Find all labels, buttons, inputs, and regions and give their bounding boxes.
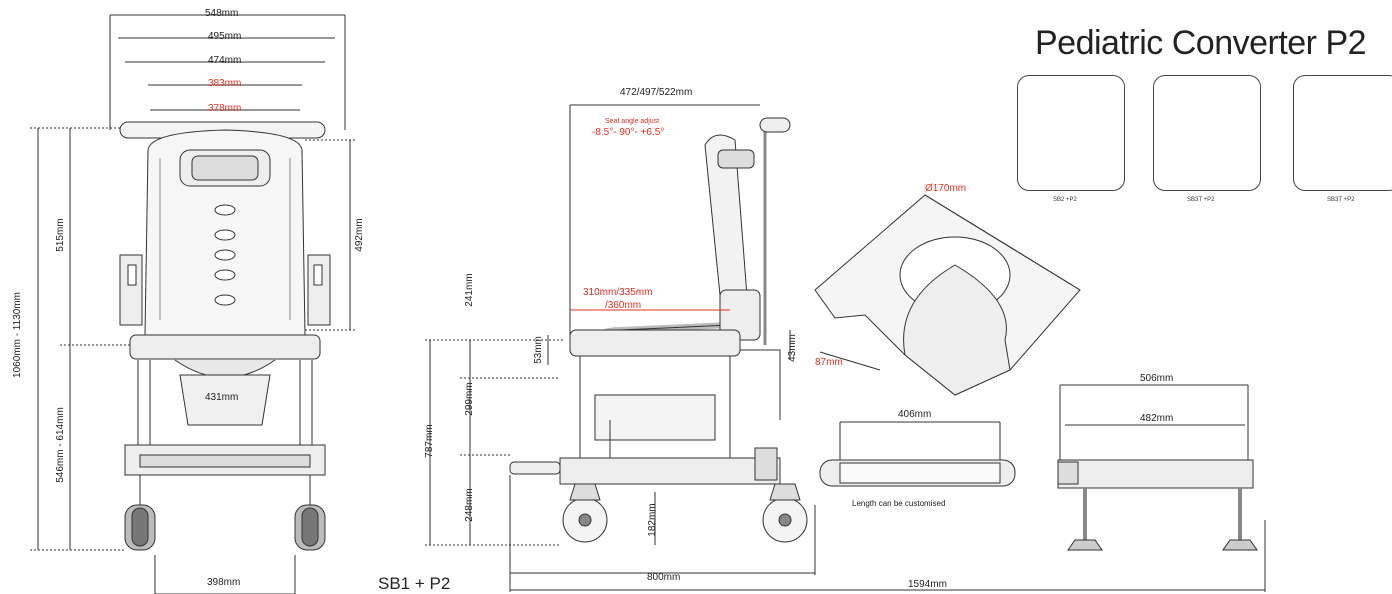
thumbnail-2 — [1153, 75, 1261, 191]
dim-label: 787mm — [424, 424, 435, 458]
dim-label: 431mm — [205, 392, 239, 403]
dim-label: 515mm — [55, 218, 66, 252]
commode-cushion — [814, 194, 1081, 396]
dim-label: 53mm — [533, 336, 544, 364]
dim-label: 383mm — [208, 78, 242, 89]
seat-angle-title: Seat angle adjust — [605, 118, 660, 125]
dim-label: 87mm — [815, 357, 843, 368]
customise-note: Length can be customised — [852, 499, 946, 508]
dim-label: 482mm — [1140, 413, 1174, 424]
dim-label: 548mm — [205, 8, 239, 19]
base-side-view — [819, 421, 1016, 487]
dim-label: 495mm — [208, 31, 242, 42]
thumbnail-1 — [1017, 75, 1125, 191]
dim-label: 248mm — [464, 488, 475, 522]
dim-label: /360mm — [605, 300, 642, 311]
dim-label: 310mm/335mm — [583, 287, 653, 298]
dim-label: 398mm — [207, 577, 241, 588]
dim-label: 182mm — [647, 503, 658, 537]
dim-label: 472/497/522mm — [620, 87, 693, 98]
dim-label: Ø170mm — [925, 183, 967, 194]
thumbnail-3 — [1293, 75, 1392, 191]
dim-label: 1594mm — [908, 579, 947, 590]
side-view-chair — [425, 104, 1266, 592]
dim-label: 406mm — [898, 409, 932, 420]
thumbnail-caption: SB3T +P2 — [1187, 197, 1215, 203]
dim-label: 800mm — [647, 572, 681, 583]
dim-label: 492mm — [354, 218, 365, 252]
dim-label: 546mm - 614mm — [55, 407, 66, 483]
front-view-chair — [30, 14, 356, 594]
base-front-view — [1057, 384, 1258, 551]
dim-label: 241mm — [464, 273, 475, 307]
dim-label: 506mm — [1140, 373, 1174, 384]
product-title: Pediatric Converter P2 — [1035, 24, 1367, 62]
dim-label: 299mm — [464, 382, 475, 416]
seat-angle-range: -8.5°- 90°- +6.5° — [592, 127, 665, 138]
model-label: SB1 + P2 — [378, 574, 451, 593]
dim-label: 378mm — [208, 103, 242, 114]
thumbnail-caption: SB2 +P2 — [1053, 197, 1077, 203]
dim-label: 1060mm - 1130mm — [12, 292, 23, 378]
dim-label: 43mm — [787, 334, 798, 362]
dim-label: 474mm — [208, 55, 242, 66]
thumbnail-caption: SB3T +P2 — [1327, 197, 1355, 203]
